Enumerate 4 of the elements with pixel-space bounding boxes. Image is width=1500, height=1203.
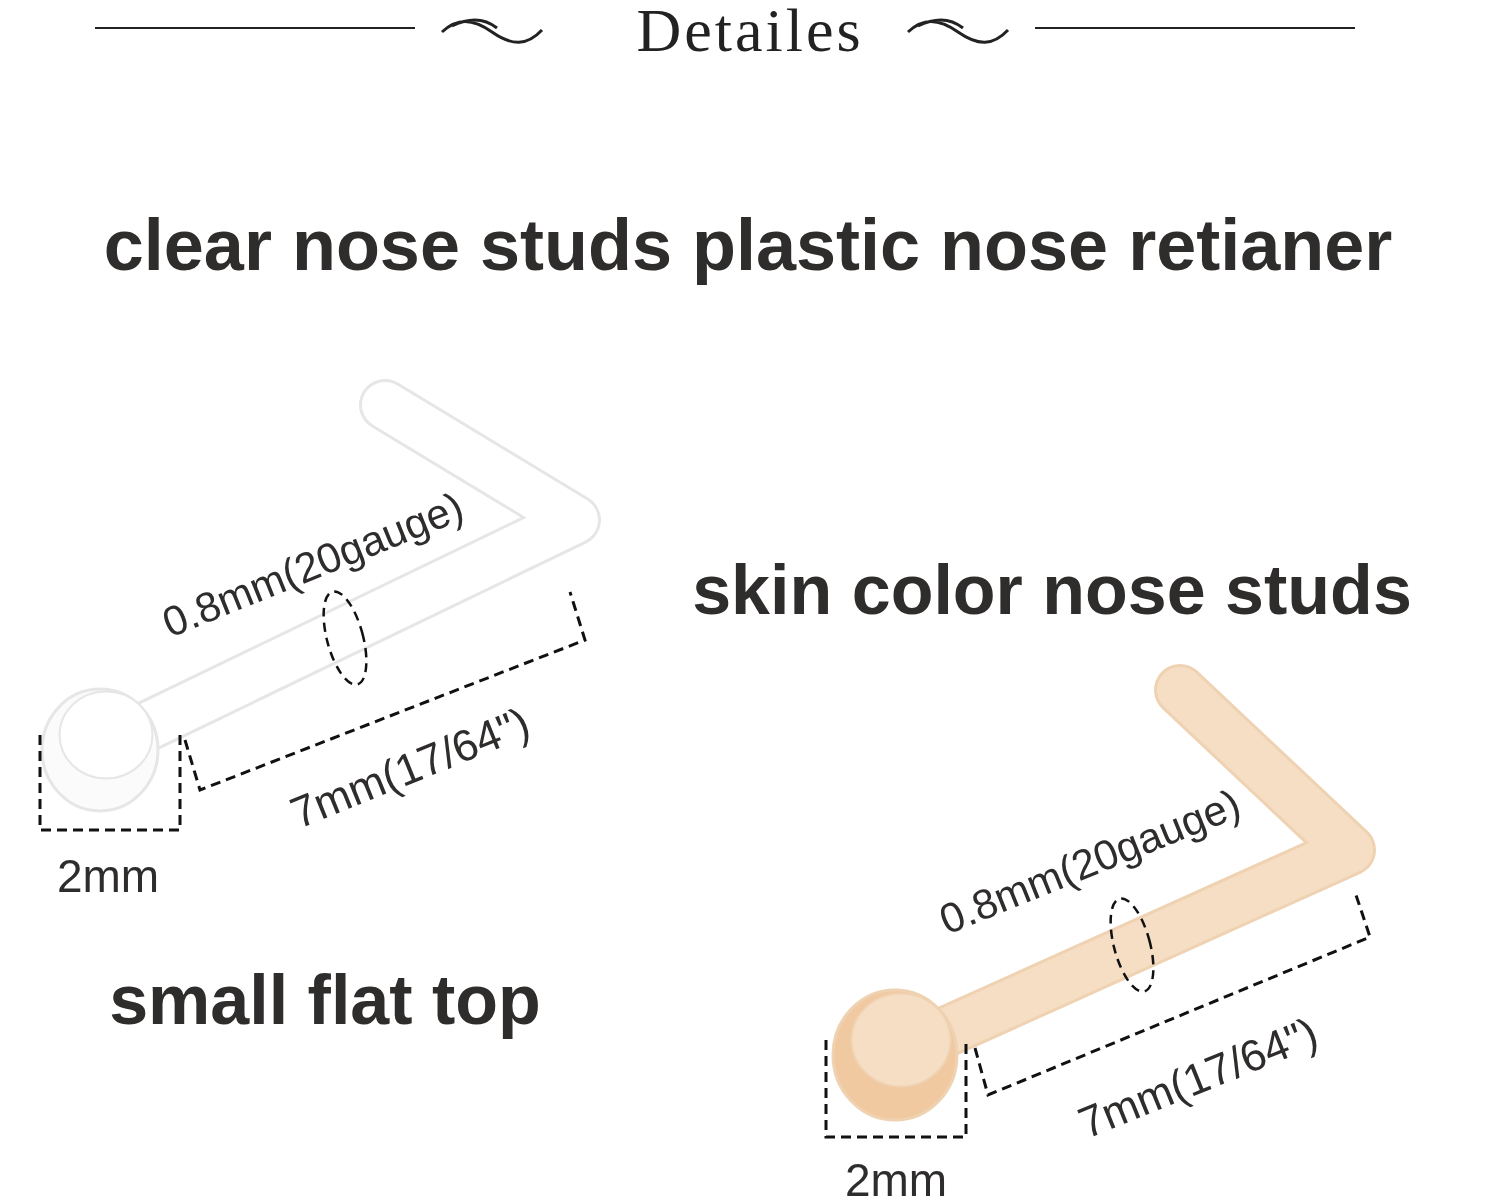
dimension-label: 2mm xyxy=(56,853,160,899)
dimension-label: 2mm xyxy=(844,1157,948,1203)
title: Detailes xyxy=(636,0,864,61)
heading: skin color nose studs xyxy=(692,555,1412,625)
